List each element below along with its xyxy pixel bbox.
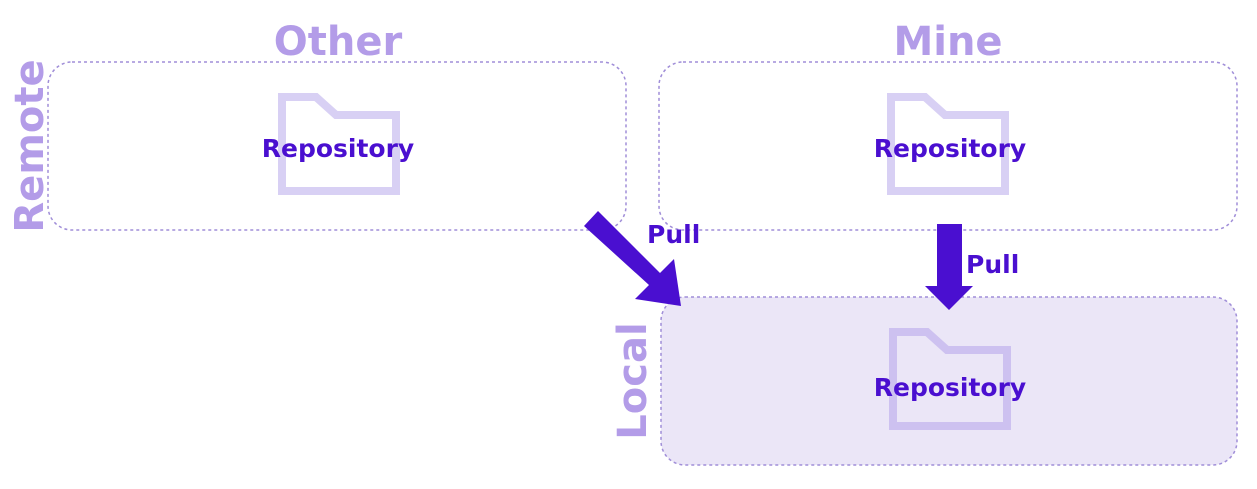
remote-other-box: [47, 61, 627, 231]
folder-icon: [889, 328, 1011, 430]
pull-arrow-other-to-local: [584, 211, 681, 306]
folder-icon: [278, 93, 400, 195]
column-title-mine: Mine: [893, 19, 1002, 65]
repository-label-local-mine: Repository: [874, 373, 1026, 402]
folder-icon: [887, 93, 1009, 195]
repository-label-remote-other: Repository: [262, 134, 414, 163]
repository-label-remote-mine: Repository: [874, 134, 1026, 163]
row-title-local: Local: [610, 322, 656, 439]
pull-arrow-mine-to-local: [925, 224, 973, 310]
row-title-remote: Remote: [7, 59, 53, 232]
pull-label-mine-to-local: Pull: [966, 250, 1019, 279]
pull-label-other-to-local: Pull: [647, 220, 700, 249]
column-title-other: Other: [274, 19, 403, 65]
remote-mine-box: [658, 61, 1238, 231]
